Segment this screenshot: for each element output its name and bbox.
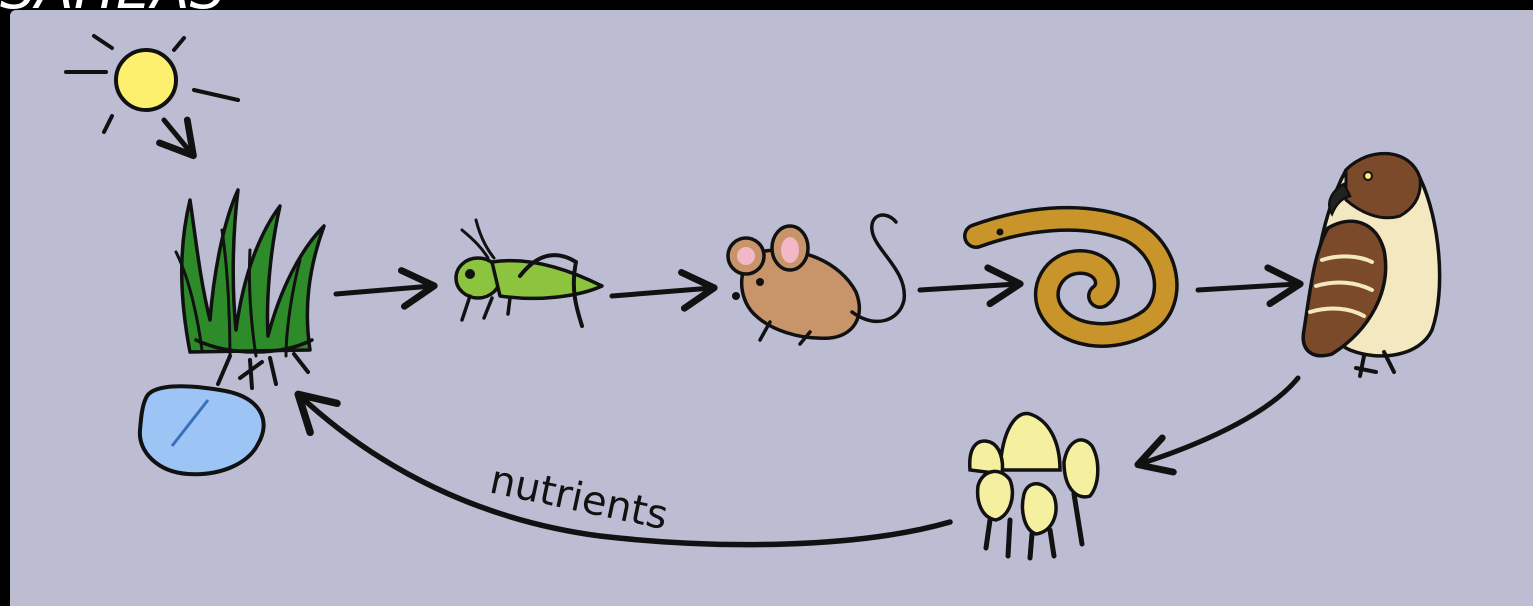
arrow-hawk-to-mushrooms xyxy=(1140,378,1298,464)
nutrients-label: nutrients xyxy=(486,457,672,540)
mouse-icon xyxy=(728,215,904,344)
arrow-sun-to-grass xyxy=(164,120,192,154)
arrow-snake-to-hawk xyxy=(1198,284,1298,290)
arrow-grass-to-grasshopper xyxy=(336,286,432,294)
arrow-grasshopper-to-mouse xyxy=(612,288,712,296)
grass-icon xyxy=(176,190,324,388)
sun-icon xyxy=(66,36,238,132)
grasshopper-icon xyxy=(456,220,602,326)
snake-icon xyxy=(976,219,1166,335)
hawk-icon xyxy=(1303,154,1439,376)
arrow-mouse-to-snake xyxy=(920,284,1018,290)
water-drop-icon xyxy=(140,386,264,474)
mushrooms-icon xyxy=(970,413,1098,558)
